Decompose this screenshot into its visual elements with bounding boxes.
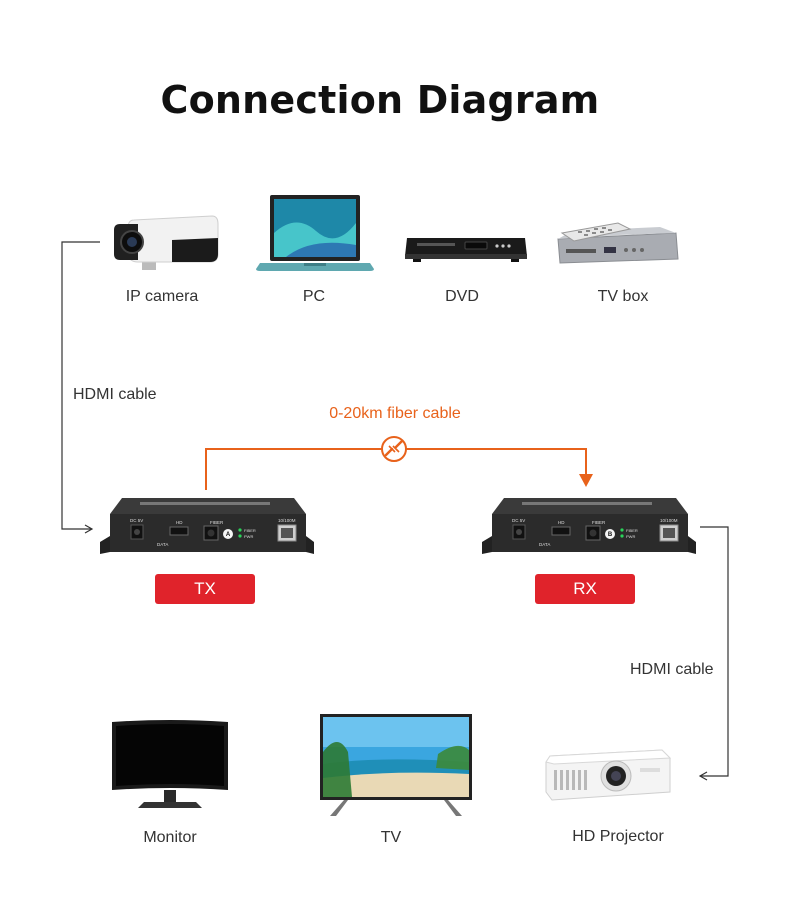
tx-hdmi-text: HD — [176, 520, 183, 525]
tx-led-pwr-text: PWR — [244, 534, 253, 539]
rx-fiber-text: FIBER — [592, 520, 606, 525]
rx-lan-text: 10/100M — [660, 518, 678, 523]
tv-icon — [320, 714, 472, 816]
rx-port-mark: B — [608, 532, 613, 538]
tx-tag: TX — [155, 574, 255, 604]
rx-led-fiber-text: FIBER — [626, 528, 638, 533]
source-label-tv-box: TV box — [597, 288, 649, 305]
tx-port-mark: A — [226, 532, 231, 538]
tx-power-text: DC 5V — [130, 518, 143, 523]
rx-hdmi-text: HD — [558, 520, 565, 525]
rx-extender-icon: DC 5V HD DATA FIBER B FIBER PWR 10/100M — [482, 498, 696, 554]
tx-led-fiber-text: FIBER — [244, 528, 256, 533]
fiber-cable-label: 0-20km fiber cable — [329, 405, 461, 422]
source-label-pc: PC — [302, 288, 326, 305]
rx-led-pwr-text: PWR — [626, 534, 635, 539]
rx-power-text: DC 5V — [512, 518, 525, 523]
laptop-icon — [256, 195, 374, 271]
projector-icon — [545, 749, 672, 801]
page-title: Connection Diagram — [160, 78, 600, 122]
rx-tag: RX — [535, 574, 635, 604]
output-cable-label: HDMI cable — [630, 661, 714, 678]
source-label-dvd: DVD — [445, 288, 479, 305]
tv-box-icon — [557, 222, 679, 264]
input-hdmi-line — [61, 241, 100, 534]
rx-data-text: DATA — [539, 542, 550, 547]
dvd-player-icon — [405, 238, 527, 262]
output-label-tv: TV — [380, 829, 402, 846]
fiber-connector-icon — [381, 436, 407, 462]
tx-fiber-text: FIBER — [210, 520, 224, 525]
output-label-hd-projector: HD Projector — [572, 828, 664, 845]
monitor-icon — [112, 720, 228, 808]
output-label-monitor: Monitor — [143, 829, 197, 846]
tx-extender-icon: DC 5V HD DATA FIBER A FIBER PWR 10/100M — [100, 498, 314, 554]
tx-lan-text: 10/100M — [278, 518, 296, 523]
output-hdmi-line — [698, 526, 729, 781]
input-cable-label: HDMI cable — [73, 386, 157, 403]
source-label-ip-camera: IP camera — [125, 288, 199, 305]
tx-data-text: DATA — [157, 542, 168, 547]
ip-camera-icon — [114, 215, 219, 270]
